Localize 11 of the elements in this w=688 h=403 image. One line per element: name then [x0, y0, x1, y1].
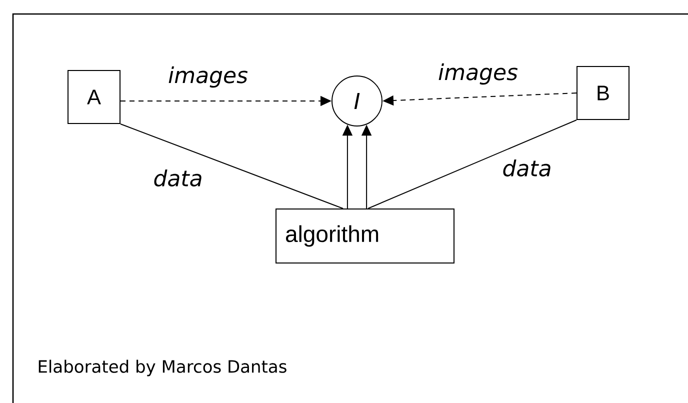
- edge-label: data: [152, 168, 204, 188]
- edge-label: images: [437, 62, 519, 86]
- edge-label: data: [501, 158, 553, 178]
- process-box: algorithm: [276, 208, 454, 264]
- caption: Elaborated by Marcos Dantas: [38, 360, 286, 376]
- edge-label: images: [167, 65, 249, 89]
- circle-node: I: [332, 76, 382, 126]
- letter-box: A: [68, 70, 120, 124]
- letter-box: B: [576, 66, 630, 120]
- connector-line: [368, 120, 577, 209]
- connector-line: [120, 123, 344, 209]
